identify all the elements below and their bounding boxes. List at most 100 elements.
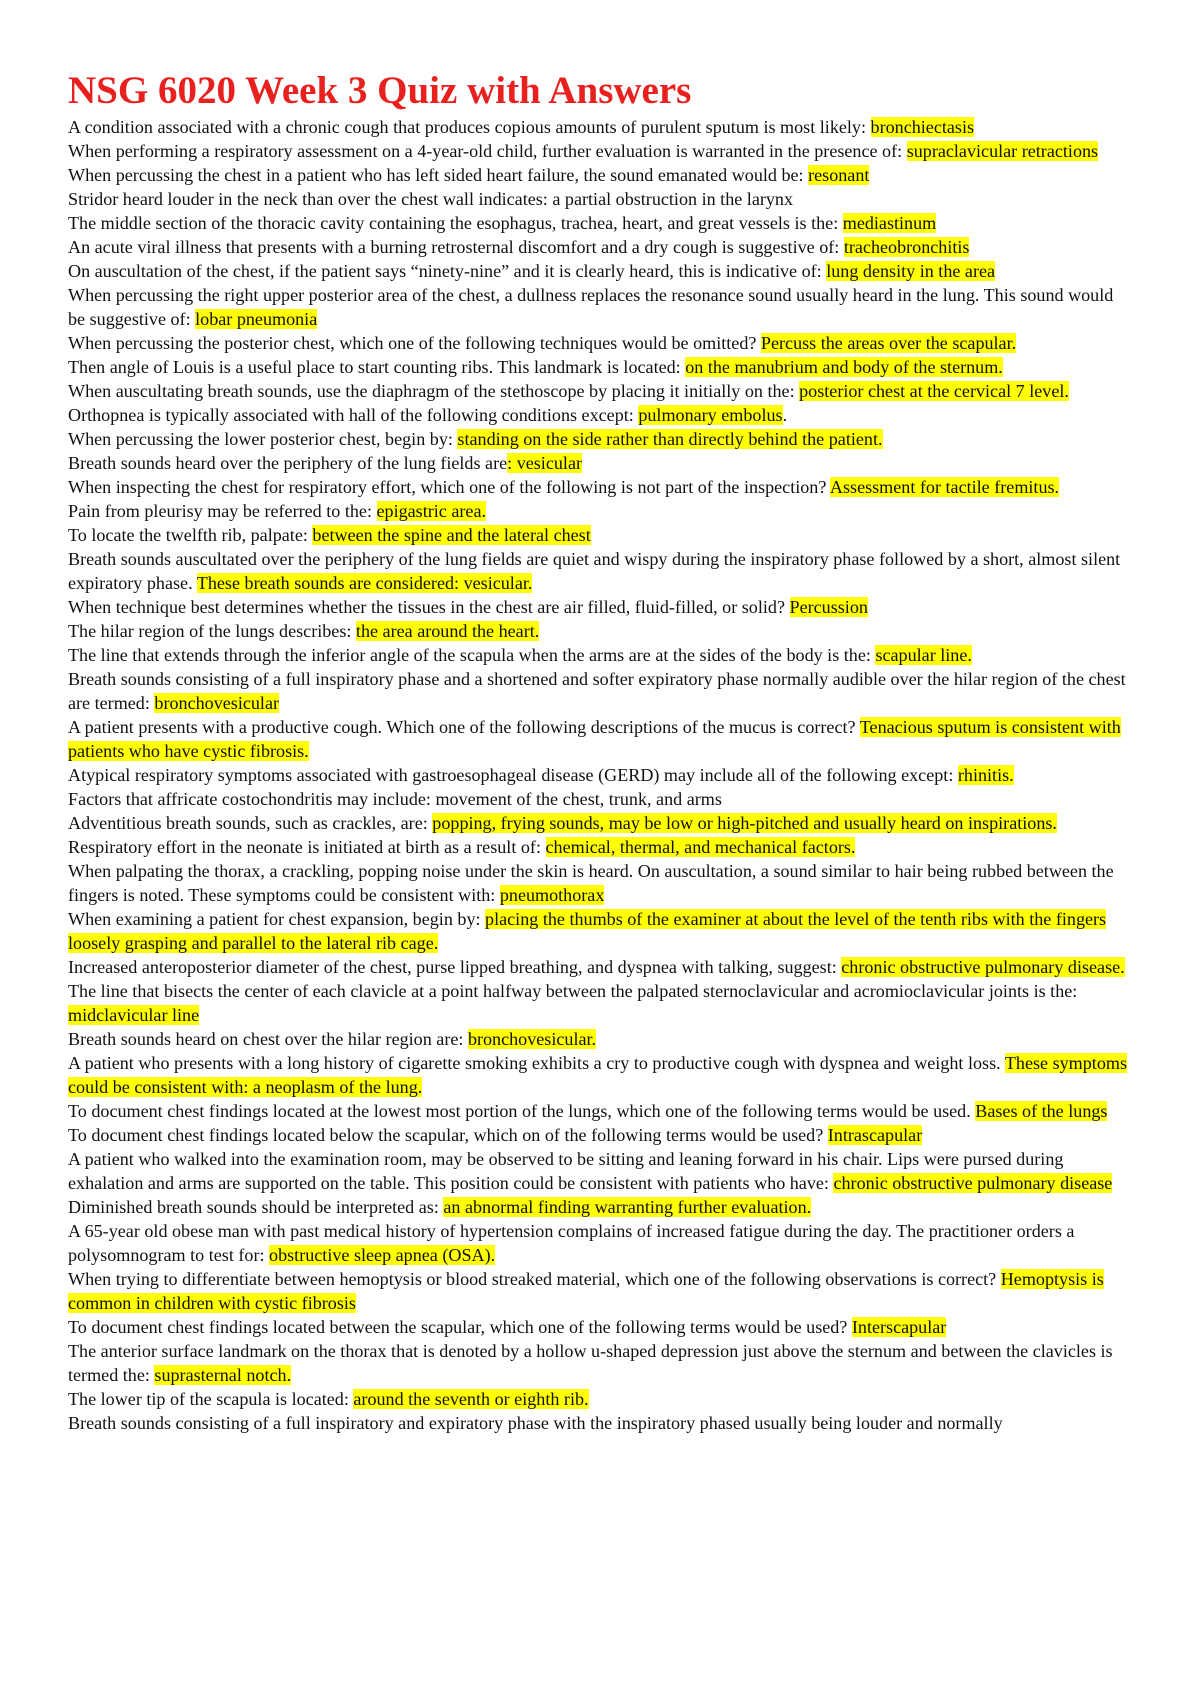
question-text: To document chest findings located at th… [68, 1101, 976, 1121]
question-text: Adventitious breath sounds, such as crac… [68, 813, 433, 833]
question-item: The lower tip of the scapula is located:… [68, 1387, 1131, 1411]
question-item: When percussing the posterior chest, whi… [68, 331, 1131, 355]
question-item: The anterior surface landmark on the tho… [68, 1339, 1131, 1387]
highlighted-answer: scapular line. [875, 645, 972, 665]
question-text: When technique best determines whether t… [68, 597, 790, 617]
question-text: When trying to differentiate between hem… [68, 1269, 1001, 1289]
question-text: Respiratory effort in the neonate is ini… [68, 837, 546, 857]
question-item: To document chest findings located betwe… [68, 1315, 1131, 1339]
question-text: The lower tip of the scapula is located: [68, 1389, 354, 1409]
question-item: An acute viral illness that presents wit… [68, 235, 1131, 259]
question-item: When inspecting the chest for respirator… [68, 475, 1131, 499]
question-item: When percussing the right upper posterio… [68, 283, 1131, 331]
question-item: Atypical respiratory symptoms associated… [68, 763, 1131, 787]
question-text: The middle section of the thoracic cavit… [68, 213, 843, 233]
highlighted-answer: an abnormal finding warranting further e… [443, 1197, 812, 1217]
question-item: When examining a patient for chest expan… [68, 907, 1131, 955]
question-item: A patient who presents with a long histo… [68, 1051, 1131, 1099]
highlighted-answer: lobar pneumonia [195, 309, 318, 329]
question-item: Breath sounds consisting of a full inspi… [68, 667, 1131, 715]
question-item: A patient who walked into the examinatio… [68, 1147, 1131, 1195]
question-text: Diminished breath sounds should be inter… [68, 1197, 444, 1217]
question-item: When technique best determines whether t… [68, 595, 1131, 619]
highlighted-answer: suprasternal notch. [154, 1365, 292, 1385]
question-text: To locate the twelfth rib, palpate: [68, 525, 313, 545]
question-text: The anterior surface landmark on the tho… [68, 1341, 1113, 1385]
question-item: Stridor heard louder in the neck than ov… [68, 187, 1131, 211]
highlighted-answer: tracheobronchitis [843, 237, 970, 257]
highlighted-answer: resonant [808, 165, 870, 185]
highlighted-answer: midclavicular line [68, 1005, 200, 1025]
highlighted-answer: chronic obstructive pulmonary disease [833, 1173, 1113, 1193]
question-item: Orthopnea is typically associated with h… [68, 403, 1131, 427]
question-text: The hilar region of the lungs describes: [68, 621, 356, 641]
question-item: Breath sounds heard over the periphery o… [68, 451, 1131, 475]
question-text: A patient who walked into the examinatio… [68, 1149, 1064, 1193]
highlighted-answer: bronchovesicular. [467, 1029, 597, 1049]
highlighted-answer: : vesicular [507, 453, 582, 473]
question-item: Then angle of Louis is a useful place to… [68, 355, 1131, 379]
question-item: A patient presents with a productive cou… [68, 715, 1131, 763]
question-answer-list: A condition associated with a chronic co… [68, 115, 1131, 1435]
highlighted-answer: pneumothorax [499, 885, 605, 905]
question-text: A 65-year old obese man with past medica… [68, 1221, 1075, 1265]
question-item: To document chest findings located below… [68, 1123, 1131, 1147]
question-item: On auscultation of the chest, if the pat… [68, 259, 1131, 283]
question-item: When percussing the lower posterior ches… [68, 427, 1131, 451]
question-item: Breath sounds auscultated over the perip… [68, 547, 1131, 595]
question-text: Breath sounds heard on chest over the hi… [68, 1029, 468, 1049]
highlighted-answer: chronic obstructive pulmonary disease. [841, 957, 1125, 977]
highlighted-answer: between the spine and the lateral chest [312, 525, 591, 545]
highlighted-answer: epigastric area. [376, 501, 486, 521]
question-item: To document chest findings located at th… [68, 1099, 1131, 1123]
question-item: Breath sounds consisting of a full inspi… [68, 1411, 1131, 1435]
question-text: The line that extends through the inferi… [68, 645, 876, 665]
question-item: Adventitious breath sounds, such as crac… [68, 811, 1131, 835]
question-item: Increased anteroposterior diameter of th… [68, 955, 1131, 979]
highlighted-answer: lung density in the area [826, 261, 996, 281]
question-text: Breath sounds consisting of a full inspi… [68, 669, 1126, 713]
question-item: When palpating the thorax, a crackling, … [68, 859, 1131, 907]
question-text: When inspecting the chest for respirator… [68, 477, 830, 497]
question-text: Increased anteroposterior diameter of th… [68, 957, 842, 977]
highlighted-answer: chemical, thermal, and mechanical factor… [545, 837, 856, 857]
question-text: Then angle of Louis is a useful place to… [68, 357, 686, 377]
question-text: When percussing the right upper posterio… [68, 285, 1114, 329]
highlighted-answer: These breath sounds are considered: vesi… [196, 573, 533, 593]
question-item: Respiratory effort in the neonate is ini… [68, 835, 1131, 859]
question-item: A 65-year old obese man with past medica… [68, 1219, 1131, 1267]
question-item: When auscultating breath sounds, use the… [68, 379, 1131, 403]
highlighted-answer: rhinitis. [957, 765, 1014, 785]
trailing-text: . [782, 405, 788, 425]
highlighted-answer: Interscapular [851, 1317, 947, 1337]
question-text: When palpating the thorax, a crackling, … [68, 861, 1114, 905]
highlighted-answer: Assessment for tactile fremitus. [829, 477, 1060, 497]
question-text: A condition associated with a chronic co… [68, 117, 871, 137]
question-text: Breath sounds consisting of a full inspi… [68, 1413, 1003, 1433]
highlighted-answer: mediastinum [842, 213, 937, 233]
question-item: Factors that affricate costochondritis m… [68, 787, 1131, 811]
highlighted-answer: Intrascapular [827, 1125, 923, 1145]
question-item: Diminished breath sounds should be inter… [68, 1195, 1131, 1219]
question-text: Breath sounds auscultated over the perip… [68, 549, 1121, 593]
question-item: When performing a respiratory assessment… [68, 139, 1131, 163]
highlighted-answer: on the manubrium and body of the sternum… [685, 357, 1003, 377]
question-text: Stridor heard louder in the neck than ov… [68, 189, 794, 209]
highlighted-answer: Percuss the areas over the scapular. [760, 333, 1017, 353]
question-item: The line that extends through the inferi… [68, 643, 1131, 667]
question-text: Factors that affricate costochondritis m… [68, 789, 722, 809]
highlighted-answer: standing on the side rather than directl… [457, 429, 883, 449]
question-item: When percussing the chest in a patient w… [68, 163, 1131, 187]
question-text: Atypical respiratory symptoms associated… [68, 765, 958, 785]
question-item: When trying to differentiate between hem… [68, 1267, 1131, 1315]
question-item: Pain from pleurisy may be referred to th… [68, 499, 1131, 523]
question-text: Orthopnea is typically associated with h… [68, 405, 639, 425]
question-text: On auscultation of the chest, if the pat… [68, 261, 827, 281]
question-text: When percussing the lower posterior ches… [68, 429, 458, 449]
document-title: NSG 6020 Week 3 Quiz with Answers [68, 69, 692, 112]
highlighted-answer: around the seventh or eighth rib. [353, 1389, 589, 1409]
question-text: When performing a respiratory assessment… [68, 141, 907, 161]
question-text: A patient presents with a productive cou… [68, 717, 860, 737]
highlighted-answer: supraclavicular retractions [906, 141, 1099, 161]
